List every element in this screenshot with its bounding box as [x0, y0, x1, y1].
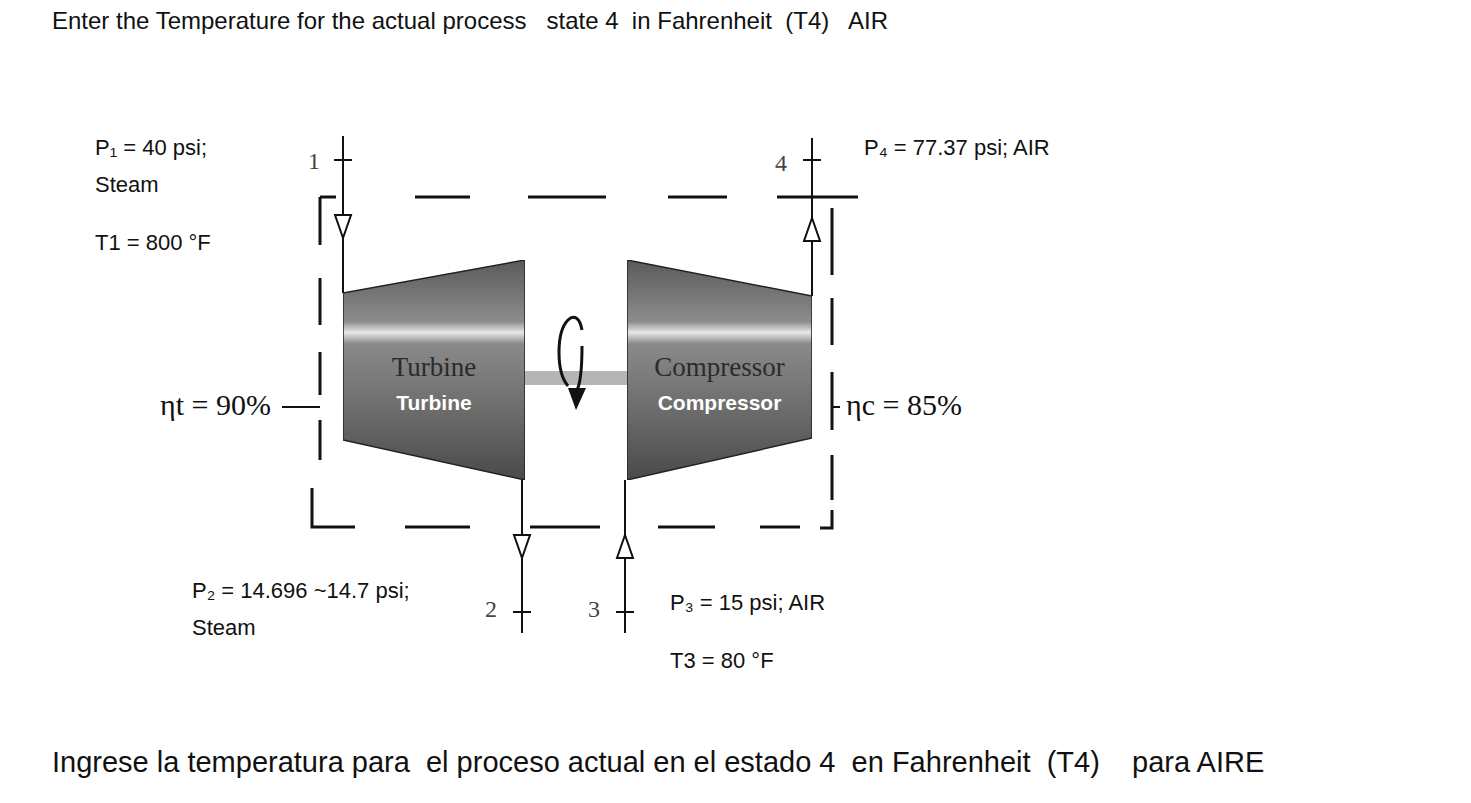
trapezoid-shape — [627, 260, 812, 480]
fluid-label: Steam — [190, 615, 258, 641]
state-number: 4 — [773, 150, 789, 177]
compressor-body: CompressorCompressor — [627, 260, 812, 480]
temperature-label: T1 = 800 °F — [93, 230, 213, 256]
pressure-label: P₁ = 40 psi; — [93, 135, 209, 161]
question-text: Ingrese la temperatura para el proceso a… — [52, 746, 1264, 779]
faint-label: Turbine — [343, 352, 525, 383]
part-label: Turbine — [343, 391, 525, 415]
part-label: Compressor — [627, 391, 812, 415]
state-lines — [282, 136, 840, 633]
state-number: 2 — [483, 596, 499, 623]
pressure-label: P₂ = 14.696 ~14.7 psi; — [190, 578, 412, 604]
efficiency-label: ηc = 85% — [844, 388, 964, 422]
pressure-label: P₃ = 15 psi; AIR — [668, 590, 827, 616]
fluid-label: Steam — [93, 172, 161, 198]
state-number: 1 — [306, 148, 322, 175]
state-number: 3 — [586, 596, 602, 623]
control-volume — [312, 197, 858, 528]
efficiency-label: ηt = 90% — [158, 388, 273, 422]
faint-label: Compressor — [627, 352, 812, 383]
question-text: Enter the Temperature for the actual pro… — [52, 7, 888, 35]
pressure-label: P₄ = 77.37 psi; AIR — [862, 135, 1052, 161]
turbine-body: TurbineTurbine — [343, 260, 525, 480]
rotation-arrow — [559, 317, 582, 392]
rotation-arrowhead — [568, 388, 586, 410]
temperature-label: T3 = 80 °F — [668, 648, 776, 674]
shaft — [525, 371, 627, 385]
flow-arrow — [335, 215, 820, 558]
trapezoid-shape — [343, 260, 525, 480]
